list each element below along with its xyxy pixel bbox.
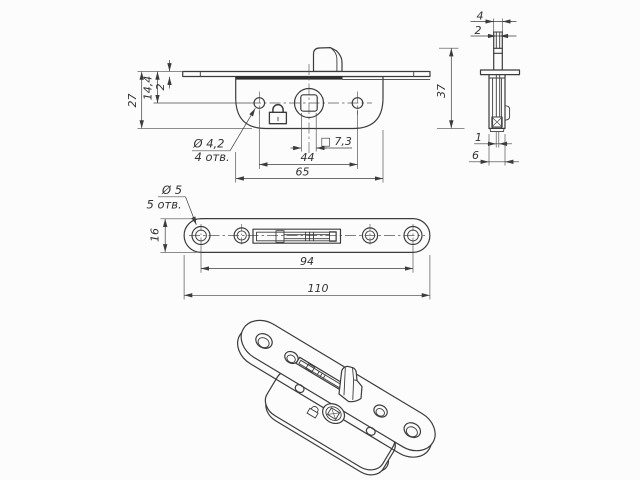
isometric-view — [211, 312, 443, 480]
dim-6-text: 6 — [472, 149, 479, 162]
dim-2-plate-text: 2 — [154, 84, 167, 91]
plate-hole-3 — [361, 227, 379, 244]
dim-1: 1 — [474, 131, 512, 148]
plate-hole-count-text: 5 отв. — [147, 198, 182, 212]
label-hole-dia-4-2: Ø 4,2 4 отв. — [192, 108, 256, 164]
dim-14-4: 14,4 — [142, 71, 160, 104]
plate-bottom-view: Ø 5 5 отв. 16 94 110 — [147, 183, 431, 300]
dim-44-text: 44 — [301, 151, 315, 164]
dim-16-text: 16 — [149, 228, 162, 242]
faceplate-edge — [182, 70, 431, 78]
dim-37: 37 — [435, 47, 465, 129]
dim-1-text: 1 — [475, 131, 482, 144]
screw-hole-right — [351, 97, 364, 109]
body-hole-3d-right — [365, 426, 377, 437]
padlock-icon — [268, 103, 288, 125]
side-view: 4 2 37 1 — [435, 9, 521, 166]
latch-slot — [252, 228, 342, 244]
latch-hook — [312, 47, 343, 72]
plate-hole-2 — [233, 227, 250, 244]
latch-hook-3d — [338, 365, 363, 403]
dim-44: 44 — [258, 109, 358, 169]
dim-2-plate: 2 — [154, 60, 172, 91]
screw-hole-left — [253, 97, 266, 109]
plate-hole-1 — [191, 225, 211, 246]
faceplate-edge-side — [479, 69, 521, 76]
dim-110: 110 — [183, 255, 431, 300]
dim-14-4-text: 14,4 — [142, 76, 155, 101]
dim-65: 65 — [235, 130, 384, 183]
dim-94-text: 94 — [300, 255, 314, 268]
spindle-rosette-3d — [319, 400, 348, 428]
lock-body-outline — [235, 75, 384, 130]
spindle-boss-circle — [293, 87, 325, 119]
front-view: 27 14,4 2 Ø 4,2 4 отв. □ 7,3 — [126, 47, 431, 183]
side-clip — [504, 105, 511, 121]
square-spindle-hole — [300, 94, 318, 112]
dim-94: 94 — [200, 245, 414, 273]
padlock-icon — [307, 405, 320, 418]
dim-16: 16 — [149, 218, 204, 253]
plate-hole-4 — [403, 225, 423, 246]
dim-37-text: 37 — [435, 84, 448, 98]
body-hole-3d-left — [294, 383, 306, 394]
dim-square-text: □ 7,3 — [321, 135, 352, 148]
dim-110-text: 110 — [308, 282, 329, 295]
hole-dia-text: Ø 4,2 — [193, 137, 225, 151]
dim-27: 27 — [126, 71, 252, 129]
dim-square-7-3: □ 7,3 — [290, 113, 352, 152]
plate-hole-dia-text: Ø 5 — [161, 183, 182, 197]
dim-6: 6 — [469, 134, 519, 166]
slot-shadow-band — [236, 76, 343, 80]
dim-4: 4 — [470, 9, 517, 24]
hole-count-text: 4 отв. — [195, 150, 230, 164]
label-hole-dia-5: Ø 5 5 отв. — [147, 183, 197, 225]
dim-4-text: 4 — [477, 9, 484, 22]
dim-27-text: 27 — [126, 94, 139, 108]
dim-65-text: 65 — [296, 166, 310, 179]
dim-2-pin-text: 2 — [475, 24, 482, 37]
dim-2-pin: 2 — [470, 24, 517, 39]
